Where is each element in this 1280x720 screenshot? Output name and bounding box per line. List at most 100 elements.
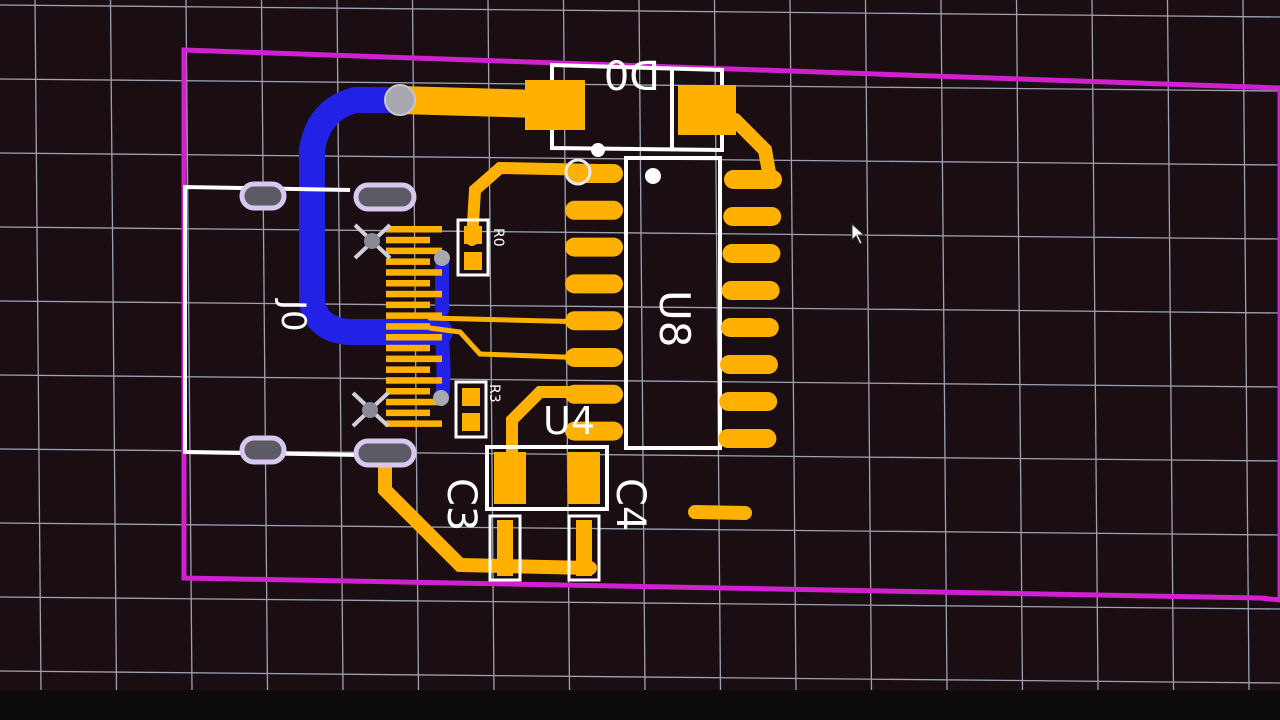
j0-connector[interactable]: J0 — [183, 181, 442, 468]
grid-line — [34, 0, 42, 691]
grid-line — [0, 300, 1280, 314]
u8-pad — [720, 355, 778, 374]
j0-pad — [386, 366, 430, 373]
bottom-trace — [435, 333, 451, 405]
grid-line — [0, 4, 1280, 18]
top-trace — [378, 455, 597, 575]
board-outline — [181, 47, 1280, 603]
c3-label: C3 — [438, 478, 484, 531]
mounting-slot — [239, 435, 287, 465]
j0-pad — [386, 420, 442, 427]
j0-pad — [386, 247, 442, 255]
grid-line — [0, 596, 1280, 610]
d0-diode[interactable]: D0 — [525, 54, 736, 157]
c4-label: C4 — [607, 478, 653, 531]
grid-line — [1015, 0, 1024, 691]
j0-pad — [386, 280, 430, 287]
j0-label: J0 — [273, 298, 313, 332]
top-trace — [427, 315, 593, 325]
grid-line — [185, 0, 193, 691]
mounting-slot — [239, 181, 287, 211]
grid-line — [638, 0, 646, 691]
u8-pad — [565, 200, 623, 220]
grid-line — [109, 0, 118, 691]
top-trace — [386, 86, 554, 118]
r3-resistor[interactable]: R3 — [454, 380, 502, 439]
j0-pad — [386, 290, 442, 298]
u8-pad — [719, 392, 778, 411]
grid-line — [789, 0, 797, 691]
grid-line — [1166, 0, 1175, 691]
u8-pad — [723, 207, 782, 226]
u8-pad — [565, 237, 623, 257]
u8-pad — [724, 170, 782, 189]
top-trace — [466, 161, 606, 246]
mouse-cursor-icon — [851, 222, 866, 245]
top-trace — [728, 113, 777, 185]
mounting-hole — [364, 233, 380, 249]
grid-line — [0, 670, 1280, 684]
top-trace — [688, 505, 752, 520]
u8-pad — [722, 244, 781, 263]
grid-line — [0, 78, 1280, 92]
j0-pad — [386, 269, 442, 276]
j0-pad — [386, 388, 430, 395]
grid-line — [1091, 0, 1099, 691]
j0-pad — [386, 301, 430, 309]
u8-pad — [565, 384, 623, 404]
j0-pad — [386, 409, 430, 417]
r3-label: R3 — [486, 384, 502, 403]
monitor-bezel — [0, 690, 1280, 720]
mounting-hole — [362, 402, 378, 418]
j0-pad — [386, 398, 442, 406]
j0-pad — [386, 226, 442, 233]
u8-pad — [721, 281, 780, 300]
grid-line — [864, 0, 873, 691]
c4-capacitor[interactable]: C4 — [567, 478, 653, 582]
r0-resistor[interactable]: R0 — [456, 218, 506, 277]
u8-pad — [565, 311, 623, 331]
u8-pad — [565, 274, 623, 294]
d0-pad — [678, 85, 736, 135]
r0-label: R0 — [490, 228, 506, 247]
grid-line — [0, 522, 1280, 536]
j0-pad — [386, 355, 442, 363]
j0-pad — [386, 323, 430, 330]
j0-pad — [386, 334, 442, 341]
via[interactable] — [434, 250, 450, 266]
d0-label: D0 — [604, 54, 660, 100]
u8-ic[interactable]: U8 — [564, 156, 782, 450]
top-trace — [427, 325, 593, 361]
top-copper-layer — [378, 86, 777, 575]
u8-pad — [565, 421, 623, 441]
u4-label: U4 — [543, 399, 595, 443]
u8-pad — [565, 348, 623, 367]
j0-pad — [386, 344, 430, 352]
via[interactable] — [433, 390, 449, 406]
j0-pad — [386, 236, 430, 244]
grid-line — [0, 374, 1280, 388]
grid-line — [260, 0, 269, 691]
j0-pad — [386, 312, 442, 319]
bottom-trace — [299, 87, 453, 345]
u8-pad — [718, 429, 777, 448]
u8-pad — [720, 318, 779, 337]
grid-line — [0, 226, 1280, 240]
pin1-marker — [645, 168, 661, 184]
mounting-slot — [353, 438, 417, 468]
u8-pad — [565, 164, 623, 183]
j0-pads — [386, 226, 442, 427]
grid-line — [940, 0, 948, 691]
d0-pad — [525, 80, 585, 130]
u4-regulator[interactable]: U4 — [485, 399, 609, 511]
j0-pad — [386, 258, 430, 265]
grid-line — [1242, 0, 1250, 691]
via[interactable] — [384, 84, 416, 116]
grid — [0, 0, 1280, 691]
u8-pads — [565, 164, 782, 448]
u8-label: U8 — [650, 290, 699, 347]
c3-capacitor[interactable]: C3 — [438, 478, 522, 582]
j0-pad — [386, 377, 442, 384]
